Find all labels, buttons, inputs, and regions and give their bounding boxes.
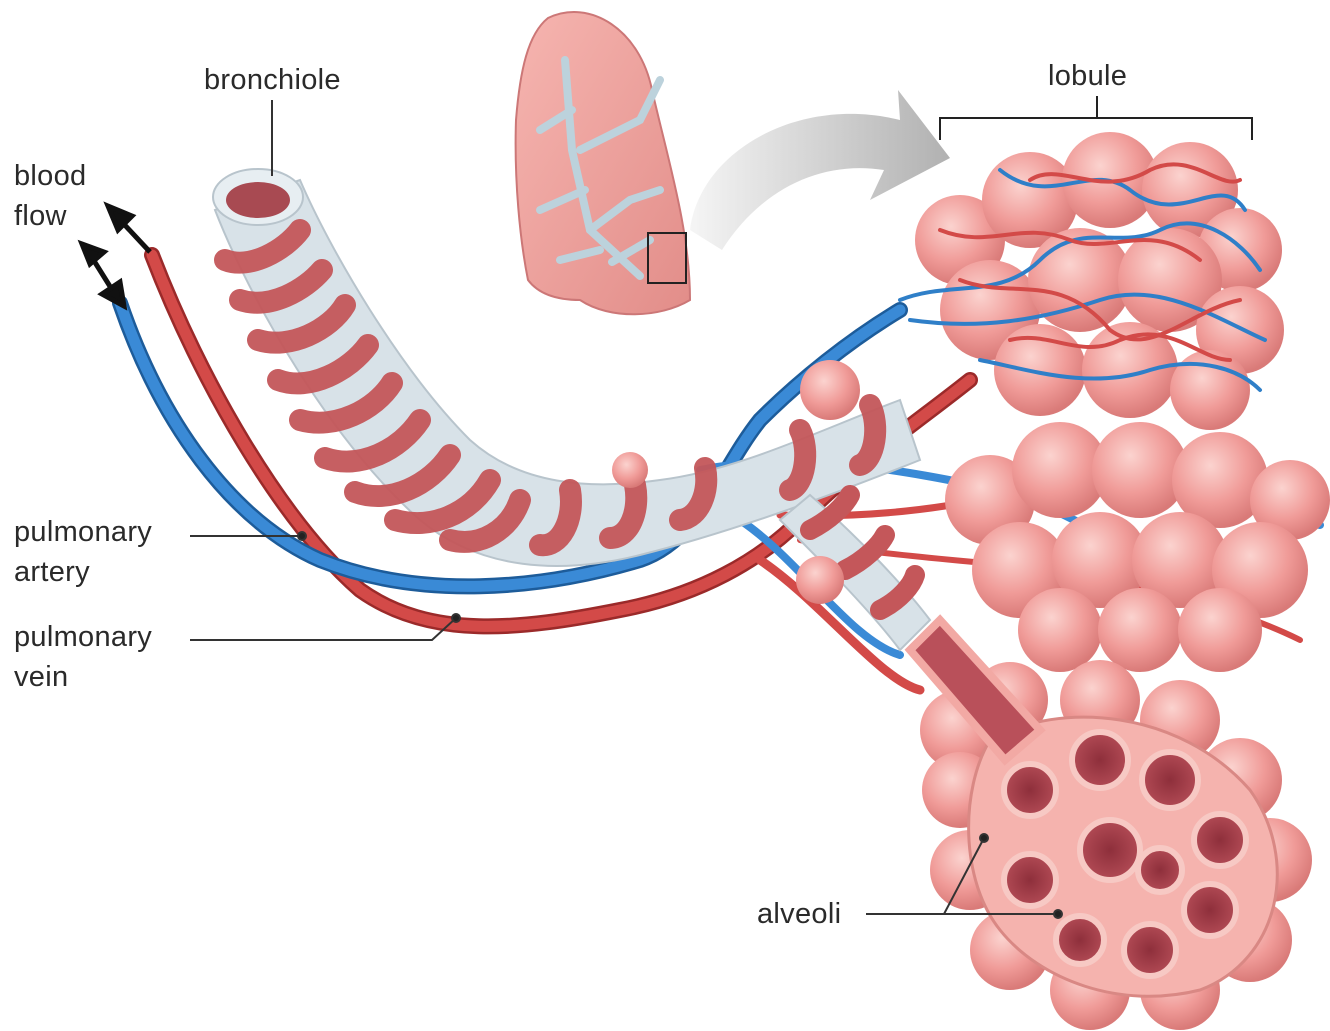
pulmonary-vein-label-line1: pulmonary <box>14 617 194 657</box>
pulmonary-artery-label-line1: pulmonary <box>14 512 194 552</box>
blood-flow-label: blood flow <box>14 156 124 236</box>
arrow-in-icon <box>102 282 124 306</box>
pulmonary-vein-label: pulmonary vein <box>14 617 194 697</box>
bronchiole-label: bronchiole <box>204 60 341 100</box>
lobule-label: lobule <box>1048 56 1127 96</box>
zoom-arrow <box>690 90 950 250</box>
pulmonary-vein-label-line2: vein <box>14 657 194 697</box>
blood-flow-label-line2: flow <box>14 196 124 236</box>
alveolar-cluster-middle <box>945 422 1330 672</box>
alveoli-label: alveoli <box>757 894 841 934</box>
pulmonary-artery-label: pulmonary artery <box>14 512 194 592</box>
pulmonary-artery-label-line2: artery <box>14 552 194 592</box>
lobule-bracket <box>940 96 1252 140</box>
alveolar-sac-cutaway <box>910 620 1312 1030</box>
blood-flow-label-line1: blood <box>14 156 124 196</box>
lung-thumbnail <box>516 12 690 314</box>
